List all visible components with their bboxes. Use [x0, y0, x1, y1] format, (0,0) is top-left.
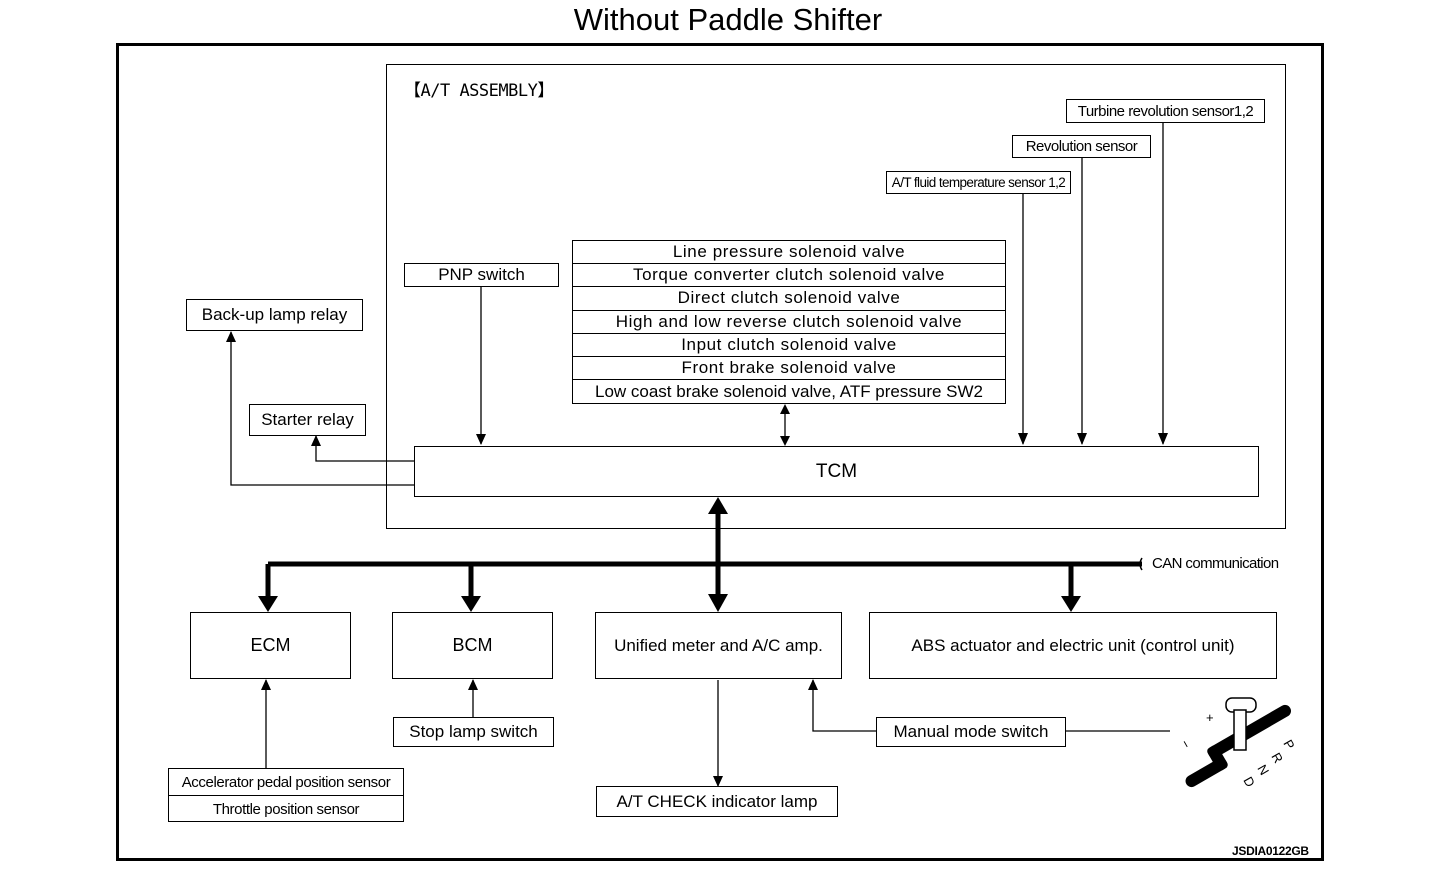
tcm-box: TCM: [414, 446, 1259, 497]
solenoid-high-low-reverse: High and low reverse clutch solenoid val…: [573, 311, 1005, 334]
throttle-sensor-label: Throttle position sensor: [212, 800, 360, 818]
at-assembly-boundary: [386, 64, 1286, 529]
shift-d-label: D: [1240, 774, 1258, 790]
shift-p-label: P: [1280, 737, 1297, 752]
shift-plus-label: +: [1206, 710, 1214, 725]
wire-mms-meter: [812, 680, 876, 732]
ecm-box: ECM: [190, 612, 351, 679]
wire-tcm-starter: [315, 436, 414, 462]
solenoid-low-coast-brake: Low coast brake solenoid valve, ATF pres…: [594, 381, 984, 401]
bcm-box: BCM: [392, 612, 553, 679]
solenoid-direct-clutch: Direct clutch solenoid valve: [573, 287, 1005, 311]
solenoid-input-clutch: Input clutch solenoid valve: [573, 334, 1005, 357]
solenoid-valve-stack: Line pressure solenoid valve Torque conv…: [572, 240, 1006, 405]
starter-relay-box: Starter relay: [249, 404, 366, 436]
accelerator-sensor-label: Accelerator pedal position sensor: [169, 769, 403, 796]
shift-lever-icon: − + P R N D: [1177, 697, 1298, 790]
shift-r-label: R: [1268, 750, 1286, 766]
at-assembly-label: 【A/T ASSEMBLY】: [404, 81, 554, 101]
at-check-lamp-box: A/T CHECK indicator lamp: [596, 786, 838, 817]
manual-mode-switch-box: Manual mode switch: [876, 717, 1066, 747]
revolution-sensor-box: Revolution sensor: [1012, 135, 1151, 158]
fluid-temp-sensor-box: A/T fluid temperature sensor 1,2: [886, 171, 1071, 194]
can-communication-label: CAN communication: [1152, 555, 1279, 572]
shift-n-label: N: [1254, 762, 1272, 778]
abs-actuator-box: ABS actuator and electric unit (control …: [869, 612, 1277, 679]
turbine-sensor-box: Turbine revolution sensor1,2: [1066, 99, 1265, 123]
figure-code: JSDIA0122GB: [1232, 844, 1309, 858]
wire-tcm-backup: [230, 332, 414, 486]
shift-minus-label: −: [1177, 737, 1194, 751]
solenoid-line-pressure: Line pressure solenoid valve: [573, 241, 1005, 265]
stop-lamp-switch-box: Stop lamp switch: [393, 717, 554, 747]
unified-meter-box: Unified meter and A/C amp.: [595, 612, 842, 679]
diagram-frame: [116, 43, 1324, 861]
solenoid-front-brake: Front brake solenoid valve: [573, 357, 1005, 381]
backup-lamp-relay-box: Back-up lamp relay: [186, 299, 363, 331]
solenoid-torque-converter: Torque converter clutch solenoid valve: [573, 264, 1005, 288]
pnp-switch-box: PNP switch: [404, 263, 559, 287]
diagram-title: Without Paddle Shifter: [573, 2, 883, 37]
accel-throttle-sensor-pair: Accelerator pedal position sensor Thrott…: [168, 768, 404, 822]
